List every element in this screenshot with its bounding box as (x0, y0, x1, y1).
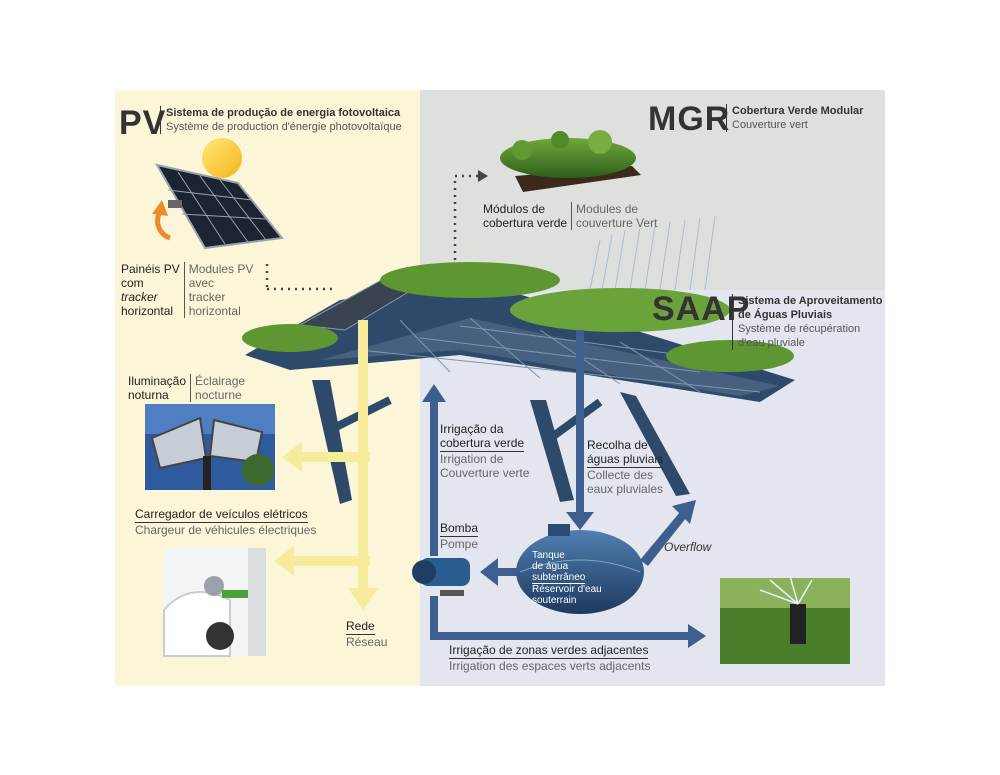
pv-panels-fr-line2: avec (188, 276, 215, 290)
pv-panels-label: Painéis PV com tracker horizontal Module… (121, 262, 253, 318)
pv-title: Sistema de produção de energia fotovolta… (160, 106, 402, 134)
pump-icon (412, 558, 470, 596)
grid-pt: Rede (346, 619, 375, 635)
water-tank-pt-line2: de água (532, 561, 569, 572)
mgr-title-pt: Cobertura Verde Modular (732, 105, 864, 117)
mgr-section-background (420, 90, 885, 290)
lawn-sprinkler-image (720, 575, 850, 664)
canopy-structure (242, 262, 795, 504)
roof-irrigation-pt-line1: Irrigação da (440, 422, 504, 436)
street-light-image (145, 404, 275, 490)
pv-panels-fr-line1: Modules PV (188, 262, 254, 276)
pv-panels-pt-line1: Painéis PV (121, 262, 180, 276)
adjacent-irrigation-fr: Irrigation des espaces verts adjacents (449, 659, 651, 673)
mgr-title-fr: Couverture vert (732, 119, 808, 131)
rain-collection-pt-line1: Recolha de (587, 438, 648, 452)
saap-title-pt-line2: de Águas Pluviais (738, 309, 833, 321)
roof-irrigation-pt-line2: cobertura verde (440, 436, 525, 452)
pv-panels-pt-line4: horizontal (121, 304, 174, 318)
adjacent-irrigation-pt: Irrigação de zonas verdes adjacentes (449, 643, 649, 659)
saap-title-fr-line1: Système de récupération (738, 323, 861, 335)
pv-abbreviation: PV (119, 104, 167, 142)
rain-collection-fr-line2: eaux pluviales (587, 482, 664, 496)
saap-title-pt-line1: Sistema de Aproveitamento (738, 295, 883, 307)
green-modules-label: Módulos de cobertura verde Modules de co… (483, 202, 657, 230)
roof-irrigation-fr-line2: Couverture verte (440, 466, 530, 480)
pv-title-pt: Sistema de produção de energia fotovolta… (166, 107, 401, 119)
adjacent-irrigation-label: Irrigação de zonas verdes adjacentes Irr… (449, 643, 650, 673)
energy-flow-arrows (274, 320, 378, 610)
ev-charger-fr: Chargeur de véhicules électriques (135, 523, 317, 537)
ev-charger-image (163, 548, 266, 657)
rain-collection-label: Recolha de águas pluviais Collecte des e… (587, 438, 664, 496)
water-tank-pt-line3: subterrâneo (532, 572, 586, 584)
lighting-label: Iluminação noturna Éclairage nocturne (128, 374, 245, 402)
rotation-arrow-icon (155, 210, 171, 241)
water-tank-icon (516, 524, 644, 614)
green-modules-fr-line2: couverture Vert (576, 216, 658, 230)
sun-icon (202, 138, 242, 178)
lighting-pt-line2: noturna (128, 388, 169, 402)
water-tank-label: Tanque de água subterrâneo Réservoir d'e… (532, 550, 602, 606)
saap-title-fr-line2: d'eau pluviale (738, 337, 805, 349)
roof-irrigation-fr-line1: Irrigation de (440, 452, 504, 466)
lighting-fr-line1: Éclairage (195, 374, 246, 388)
lighting-pt-line1: Iluminação (128, 374, 187, 388)
water-tank-fr-line2: souterrain (532, 595, 577, 606)
rain-collection-fr-line1: Collecte des (587, 468, 654, 482)
overflow-label: Overflow (664, 540, 712, 554)
saap-title: Sistema de Aproveitamento de Águas Pluvi… (732, 294, 882, 350)
mgr-title: Cobertura Verde Modular Couverture vert (726, 104, 863, 132)
pump-label: Bomba Pompe (440, 521, 479, 551)
rain-collection-pt-line2: águas pluviais (587, 452, 664, 468)
solar-panel-icon (154, 163, 284, 250)
saap-abbreviation: SAAP (652, 290, 751, 328)
green-modules-pt-line2: cobertura verde (483, 216, 568, 230)
rain-icon (589, 215, 716, 291)
mgr-abbreviation: MGR (648, 100, 731, 138)
green-roof-module-image (500, 130, 641, 192)
mgr-dotted-connector (453, 174, 478, 260)
ev-charger-label: Carregador de veículos elétricos Chargeu… (135, 507, 316, 537)
water-tank-pt-line1: Tanque (532, 550, 565, 561)
pv-panels-pt-line3: tracker (121, 290, 158, 304)
pump-pt: Bomba (440, 521, 479, 537)
pv-title-fr: Système de production d'énergie photovol… (166, 121, 402, 133)
pump-fr: Pompe (440, 537, 479, 551)
grid-fr: Réseau (346, 635, 388, 649)
grid-label: Rede Réseau (346, 619, 387, 649)
lighting-fr-line2: nocturne (195, 388, 242, 402)
green-modules-pt-line1: Módulos de (483, 202, 546, 216)
pv-panels-fr-line4: horizontal (188, 304, 241, 318)
green-modules-fr-line1: Modules de (576, 202, 639, 216)
pv-panels-fr-line3: tracker (188, 290, 226, 304)
water-tank-fr-line1: Réservoir d'eau (532, 584, 602, 595)
roof-irrigation-label: Irrigação da cobertura verde Irrigation … (440, 422, 529, 480)
ev-charger-pt: Carregador de veículos elétricos (135, 507, 308, 523)
pv-panels-pt-line2: com (121, 276, 144, 290)
